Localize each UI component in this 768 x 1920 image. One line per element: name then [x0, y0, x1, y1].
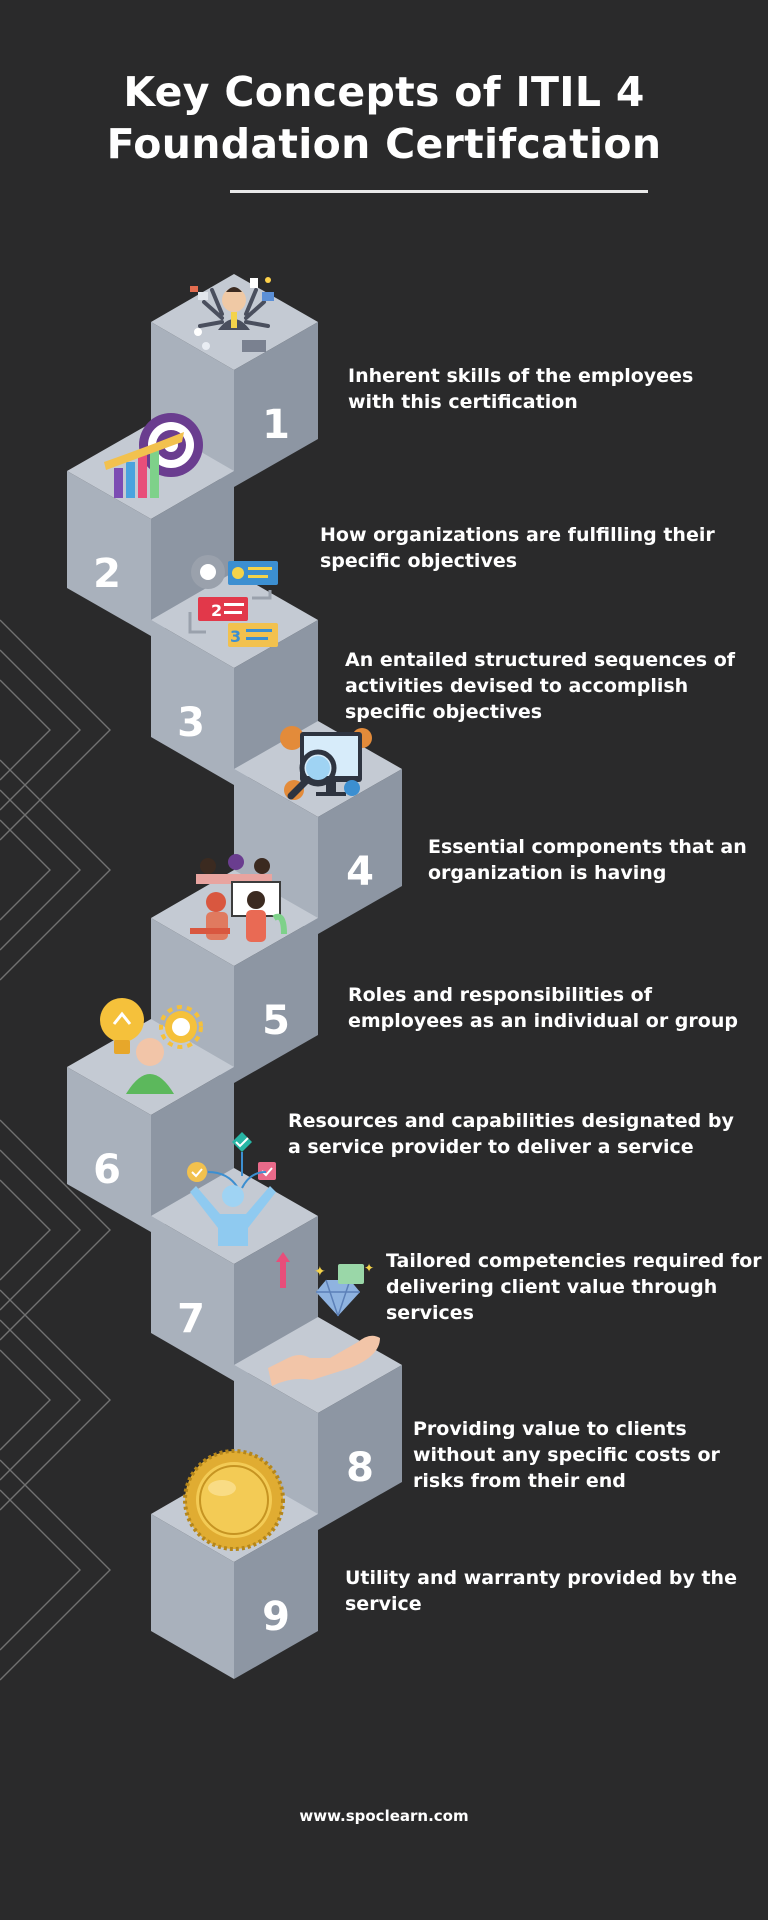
- step-2-description: How organizations are fulfilling their s…: [320, 524, 715, 572]
- step-4-description: Essential components that an organizatio…: [428, 836, 747, 884]
- svg-text:3: 3: [230, 627, 241, 646]
- diamond-pattern-decoration: [0, 619, 111, 1681]
- step-number-6: 6: [93, 1147, 121, 1193]
- svg-text:✦: ✦: [314, 1264, 326, 1280]
- step-3-description: An entailed structured sequences of acti…: [345, 649, 736, 723]
- step-number-8: 8: [346, 1445, 374, 1491]
- hand-diamond-icon: ✦ ✦: [268, 1252, 380, 1386]
- step-5-description: Roles and responsibilities of employees …: [348, 984, 738, 1032]
- step-8-description: Providing value to clients without any s…: [413, 1418, 720, 1492]
- footer-website: www.spoclearn.com: [299, 1807, 469, 1825]
- step-9-description: Utility and warranty provided by the ser…: [345, 1567, 737, 1615]
- step-number-1: 1: [262, 402, 290, 448]
- step-number-5: 5: [262, 998, 290, 1044]
- idea-person-icon: [100, 998, 203, 1094]
- skills-person-icon: [187, 1132, 276, 1246]
- step-1-description: Inherent skills of the employees with th…: [348, 365, 694, 413]
- multitasking-businessman-icon: [190, 277, 274, 352]
- step-number-2: 2: [93, 551, 121, 597]
- page-title: Key Concepts of ITIL 4 Foundation Certif…: [0, 66, 768, 170]
- monitor-analysis-icon: [280, 726, 372, 800]
- step-cube-5: [151, 870, 318, 1083]
- step-number-3: 3: [177, 700, 205, 746]
- gold-medal-icon: [183, 1449, 285, 1551]
- svg-text:2: 2: [211, 601, 222, 620]
- svg-text:✦: ✦: [364, 1261, 374, 1275]
- process-steps-icon: 2 3: [188, 555, 278, 647]
- title-line-2: Foundation Certifcation: [106, 120, 662, 168]
- title-line-1: Key Concepts of ITIL 4: [123, 68, 645, 116]
- step-7-description: Tailored competencies required for deliv…: [386, 1250, 762, 1324]
- step-number-7: 7: [177, 1296, 205, 1342]
- team-meeting-icon: [190, 854, 287, 942]
- step-6-description: Resources and capabilities designated by…: [288, 1110, 734, 1158]
- step-number-9: 9: [262, 1594, 290, 1640]
- step-number-4: 4: [346, 849, 374, 895]
- target-growth-chart-icon: [104, 413, 203, 498]
- title-underline: [230, 190, 648, 193]
